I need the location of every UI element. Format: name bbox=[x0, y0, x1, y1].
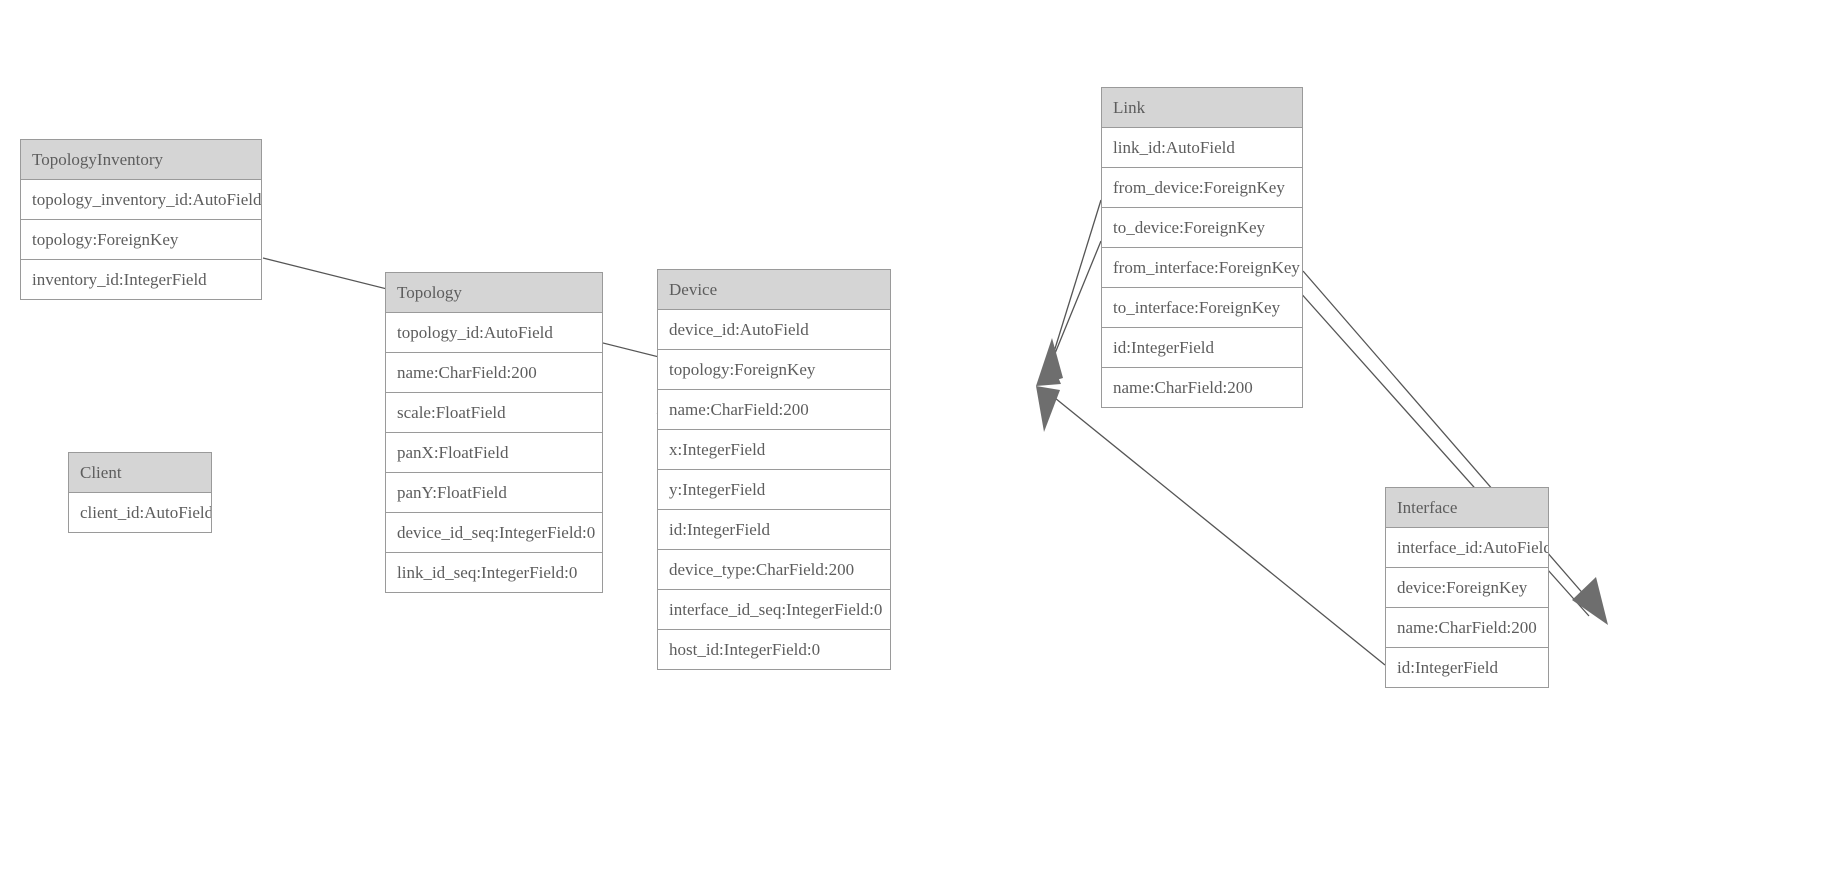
entity-field: x:IntegerField bbox=[658, 430, 890, 470]
entity-field: link_id_seq:IntegerField:0 bbox=[386, 553, 602, 592]
entity-interface[interactable]: Interface interface_id:AutoField device:… bbox=[1385, 487, 1549, 688]
entity-field: topology_id:AutoField bbox=[386, 313, 602, 353]
entity-field: link_id:AutoField bbox=[1102, 128, 1302, 168]
entity-field: topology:ForeignKey bbox=[658, 350, 890, 390]
entity-field: y:IntegerField bbox=[658, 470, 890, 510]
entity-field: to_interface:ForeignKey bbox=[1102, 288, 1302, 328]
entity-field: name:CharField:200 bbox=[658, 390, 890, 430]
entity-fields-interface: interface_id:AutoField device:ForeignKey… bbox=[1386, 528, 1548, 687]
entity-title-client: Client bbox=[69, 453, 211, 493]
entity-fields-topology: topology_id:AutoField name:CharField:200… bbox=[386, 313, 602, 592]
entity-title-topology: Topology bbox=[386, 273, 602, 313]
entity-topology[interactable]: Topology topology_id:AutoField name:Char… bbox=[385, 272, 603, 593]
edge-interface-device bbox=[1036, 386, 1386, 666]
entity-title-device: Device bbox=[658, 270, 890, 310]
entity-field: topology:ForeignKey bbox=[21, 220, 261, 260]
entity-field: inventory_id:IntegerField bbox=[21, 260, 261, 299]
entity-fields-link: link_id:AutoField from_device:ForeignKey… bbox=[1102, 128, 1302, 407]
entity-title-link: Link bbox=[1102, 88, 1302, 128]
entity-field: name:CharField:200 bbox=[386, 353, 602, 393]
entity-field: id:IntegerField bbox=[1386, 648, 1548, 687]
edge-link-to-device bbox=[1048, 240, 1102, 369]
entity-title-interface: Interface bbox=[1386, 488, 1548, 528]
entity-field: host_id:IntegerField:0 bbox=[658, 630, 890, 669]
entity-device[interactable]: Device device_id:AutoField topology:Fore… bbox=[657, 269, 891, 670]
entity-field: device_type:CharField:200 bbox=[658, 550, 890, 590]
entity-field: device:ForeignKey bbox=[1386, 568, 1548, 608]
entity-field: name:CharField:200 bbox=[1386, 608, 1548, 648]
edge-link-from-device bbox=[1048, 199, 1102, 369]
entity-field: client_id:AutoField bbox=[69, 493, 211, 532]
entity-field: interface_id:AutoField bbox=[1386, 528, 1548, 568]
entity-field: from_device:ForeignKey bbox=[1102, 168, 1302, 208]
arrowhead-device-from-link bbox=[1036, 338, 1063, 386]
entity-topology-inventory[interactable]: TopologyInventory topology_inventory_id:… bbox=[20, 139, 262, 300]
entity-field: panX:FloatField bbox=[386, 433, 602, 473]
entity-field: device_id_seq:IntegerField:0 bbox=[386, 513, 602, 553]
entity-fields-client: client_id:AutoField bbox=[69, 493, 211, 532]
entity-client[interactable]: Client client_id:AutoField bbox=[68, 452, 212, 533]
entity-field: name:CharField:200 bbox=[1102, 368, 1302, 407]
entity-field: device_id:AutoField bbox=[658, 310, 890, 350]
entity-title-topology-inventory: TopologyInventory bbox=[21, 140, 261, 180]
entity-fields-topology-inventory: topology_inventory_id:AutoField topology… bbox=[21, 180, 261, 299]
entity-link[interactable]: Link link_id:AutoField from_device:Forei… bbox=[1101, 87, 1303, 408]
entity-field: id:IntegerField bbox=[1102, 328, 1302, 368]
arrowhead-interface-from-link bbox=[1572, 577, 1608, 625]
entity-field: panY:FloatField bbox=[386, 473, 602, 513]
entity-field: id:IntegerField bbox=[658, 510, 890, 550]
entity-field: to_device:ForeignKey bbox=[1102, 208, 1302, 248]
entity-field: interface_id_seq:IntegerField:0 bbox=[658, 590, 890, 630]
entity-field: topology_inventory_id:AutoField bbox=[21, 180, 261, 220]
entity-fields-device: device_id:AutoField topology:ForeignKey … bbox=[658, 310, 890, 669]
entity-field: scale:FloatField bbox=[386, 393, 602, 433]
entity-field: from_interface:ForeignKey bbox=[1102, 248, 1302, 288]
